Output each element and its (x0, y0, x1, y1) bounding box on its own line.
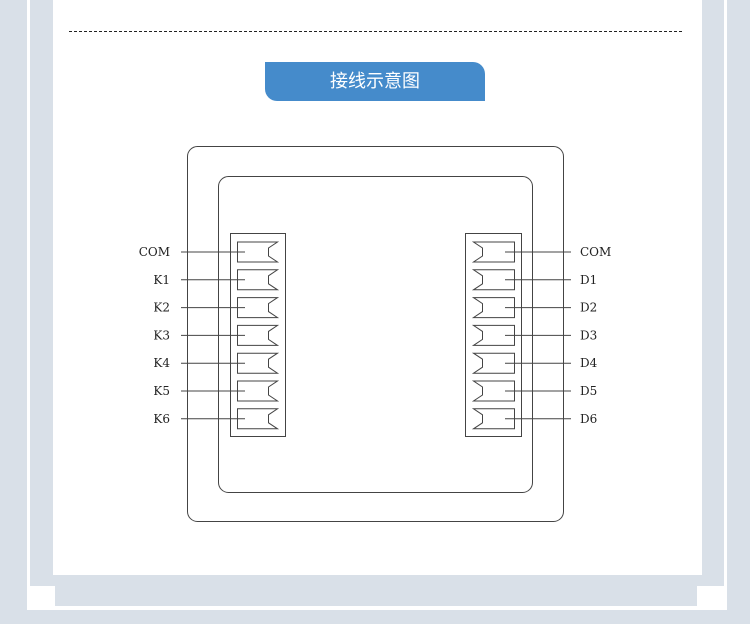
left-terminal-label: K3 (153, 328, 170, 342)
left-terminal-label: K4 (153, 356, 170, 370)
right-terminal-label: COM (580, 245, 611, 259)
right-connector (471, 269, 515, 291)
right-terminal-label: D3 (580, 328, 597, 342)
dashed-divider (69, 31, 682, 32)
right-terminal-label: D4 (580, 356, 598, 370)
left-connector (237, 408, 280, 430)
right-connector (471, 297, 515, 319)
device-inner-outline (218, 176, 533, 493)
right-terminal-label: D2 (580, 301, 597, 315)
left-connector (237, 297, 280, 319)
device-outer-outline (187, 146, 564, 522)
left-connector (237, 324, 280, 346)
section-title-banner: 接线示意图 (265, 62, 485, 101)
left-terminal-label: K5 (153, 384, 170, 398)
right-terminal-label: D1 (580, 273, 597, 287)
right-connector (471, 380, 515, 402)
left-terminal-label: K2 (153, 301, 170, 315)
left-connector (237, 380, 280, 402)
left-terminal-label: COM (139, 245, 170, 259)
right-connector (471, 408, 515, 430)
right-terminal-label: D5 (580, 384, 597, 398)
bottom-strip (55, 586, 697, 606)
left-terminal-label: K6 (153, 412, 170, 426)
left-connector (237, 352, 280, 374)
left-terminal-label: K1 (153, 273, 170, 287)
left-connector (237, 241, 280, 263)
left-connector (237, 269, 280, 291)
right-terminal-label: D6 (580, 412, 597, 426)
right-connector (471, 352, 515, 374)
right-connector (471, 241, 515, 263)
right-connector (471, 324, 515, 346)
